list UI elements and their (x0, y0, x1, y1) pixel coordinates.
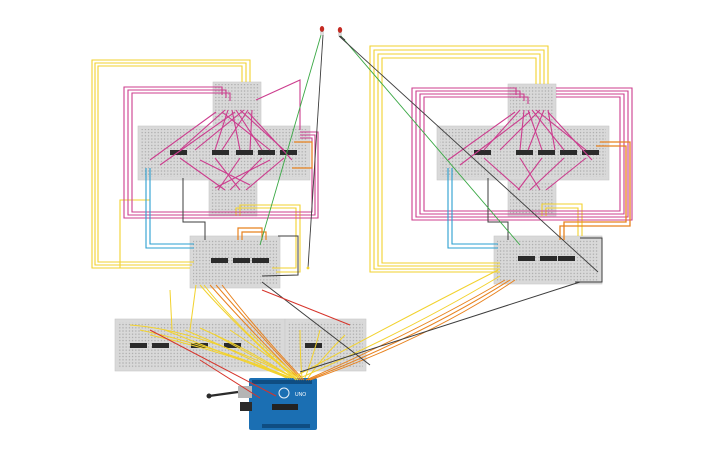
power-jack-icon (240, 402, 252, 411)
led-wires[interactable] (259, 34, 599, 273)
led-red-icon[interactable] (319, 26, 325, 35)
ic-chip[interactable] (152, 343, 169, 348)
ic-chip[interactable] (280, 150, 297, 155)
pink-wires[interactable] (411, 87, 633, 221)
microcontroller-chip (272, 404, 298, 410)
usb-cable-plug-icon (206, 393, 212, 399)
usb-port-icon (238, 386, 252, 398)
ic-chip[interactable] (236, 150, 253, 155)
blue-wires[interactable] (145, 168, 194, 249)
ic-chip[interactable] (252, 258, 269, 263)
ic-chip[interactable] (558, 256, 575, 261)
ic-chip[interactable] (212, 150, 229, 155)
ic-chip[interactable] (516, 150, 533, 155)
ic-chip[interactable] (233, 258, 250, 263)
ic-chip[interactable] (305, 343, 322, 348)
ic-chip[interactable] (540, 256, 557, 261)
led-red-icon[interactable] (337, 27, 343, 36)
orange-wires[interactable] (559, 141, 631, 240)
breadboard-holes (288, 322, 363, 368)
ic-chip[interactable] (474, 150, 491, 155)
orange-wires[interactable] (237, 141, 313, 240)
yellow-wires[interactable] (91, 59, 301, 273)
pink-wires[interactable] (123, 79, 319, 219)
ic-chip[interactable] (560, 150, 577, 155)
usb-cable[interactable] (208, 390, 239, 398)
dark-wires[interactable] (182, 178, 299, 277)
arduino-uno-icon[interactable]: UNO (238, 378, 317, 430)
ic-chip[interactable] (518, 256, 535, 261)
ic-chip[interactable] (582, 150, 599, 155)
left-module (91, 59, 319, 289)
breadboard-holes (510, 86, 554, 126)
ic-chip[interactable] (211, 258, 228, 263)
arduino-brand-label: UNO (295, 392, 306, 398)
harness-wires[interactable] (129, 35, 581, 399)
ic-chip[interactable] (130, 343, 147, 348)
blue-wires[interactable] (447, 168, 498, 249)
ic-chip[interactable] (538, 150, 555, 155)
right-module (369, 45, 633, 285)
ic-chip[interactable] (258, 150, 275, 155)
ic-chip[interactable] (224, 343, 241, 348)
